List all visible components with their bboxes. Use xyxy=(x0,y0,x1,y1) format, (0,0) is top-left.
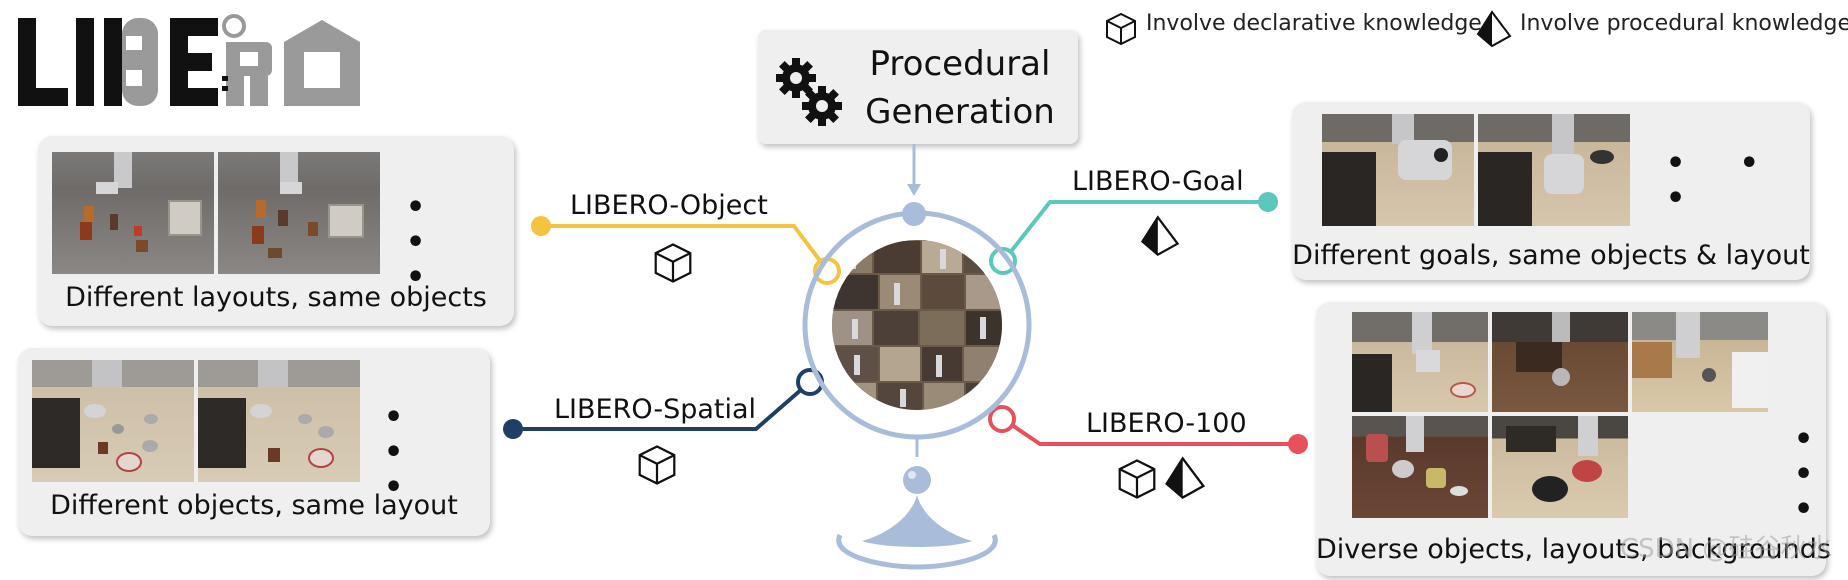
watermark-text: CSDN @硅谷秋水 xyxy=(1620,534,1833,564)
down-arrow xyxy=(907,144,921,196)
scene-mosaic xyxy=(832,240,1002,410)
libero-object-label: LIBERO-Object xyxy=(570,190,768,221)
libero-100-label: LIBERO-100 xyxy=(1086,408,1247,439)
legend-procedural-text: Involve procedural knowledge xyxy=(1520,11,1848,36)
goal-caption: Different goals, same objects & layout xyxy=(1292,240,1810,271)
libero-100-panel: • • • Diverse objects, layouts, backgrou… xyxy=(1316,302,1831,576)
spatial-scene-2 xyxy=(198,360,360,482)
spatial-ellipsis: • • • xyxy=(384,400,426,505)
object-ellipsis: • • • xyxy=(406,190,448,295)
goal-scene-1 xyxy=(1322,114,1474,226)
libero-goal-panel: • • • Different goals, same objects & la… xyxy=(1292,102,1810,280)
spatial-cube-icon xyxy=(638,445,676,485)
object-scene-1 xyxy=(52,152,214,274)
hundred-tetrahedron-icon xyxy=(1165,456,1206,499)
hundred-ellipsis: • • • xyxy=(1794,422,1836,527)
goal-scene-2 xyxy=(1478,114,1630,226)
cube-icon xyxy=(1106,12,1136,46)
libero-spatial-label: LIBERO-Spatial xyxy=(554,394,757,425)
hundred-scene-5 xyxy=(1492,416,1628,518)
legend-declarative-text: Involve declarative knowledge xyxy=(1146,11,1482,36)
title-line-2: Generation xyxy=(865,92,1055,132)
object-cube-icon xyxy=(654,243,692,283)
legend: Involve declarative knowledge Involve pr… xyxy=(1100,8,1848,48)
spatial-caption: Different objects, same layout xyxy=(50,490,458,521)
object-connector xyxy=(541,224,829,272)
spatial-scene-1 xyxy=(32,360,194,482)
object-caption: Different layouts, same objects xyxy=(65,282,487,313)
hundred-scene-2 xyxy=(1492,312,1628,412)
hundred-scene-4 xyxy=(1352,416,1488,518)
goal-tetrahedron-icon xyxy=(1140,215,1180,257)
goal-connector xyxy=(1003,200,1268,261)
libero-object-panel: • • • Different layouts, same objects xyxy=(38,136,514,326)
hundred-connector xyxy=(1001,417,1298,446)
libero-goal-label: LIBERO-Goal xyxy=(1072,166,1244,197)
object-scene-2 xyxy=(218,152,380,274)
hundred-scene-1 xyxy=(1352,312,1488,412)
gears-icon xyxy=(776,58,842,126)
title-line-1: Procedural xyxy=(869,44,1051,84)
central-hub xyxy=(802,202,1032,570)
hundred-cube-icon xyxy=(1118,459,1156,499)
goal-ellipsis: • • • xyxy=(1666,146,1781,216)
hundred-caption: Diverse objects, layouts, backgrounds xyxy=(1316,534,1831,565)
libero-spatial-panel: • • • Different objects, same layout xyxy=(18,348,490,536)
libero-logo xyxy=(14,12,434,112)
hundred-scene-3 xyxy=(1632,312,1768,412)
procedural-generation-box: Procedural Generation xyxy=(758,30,1078,144)
spatial-connector xyxy=(513,380,812,431)
tetrahedron-icon xyxy=(1476,10,1512,48)
